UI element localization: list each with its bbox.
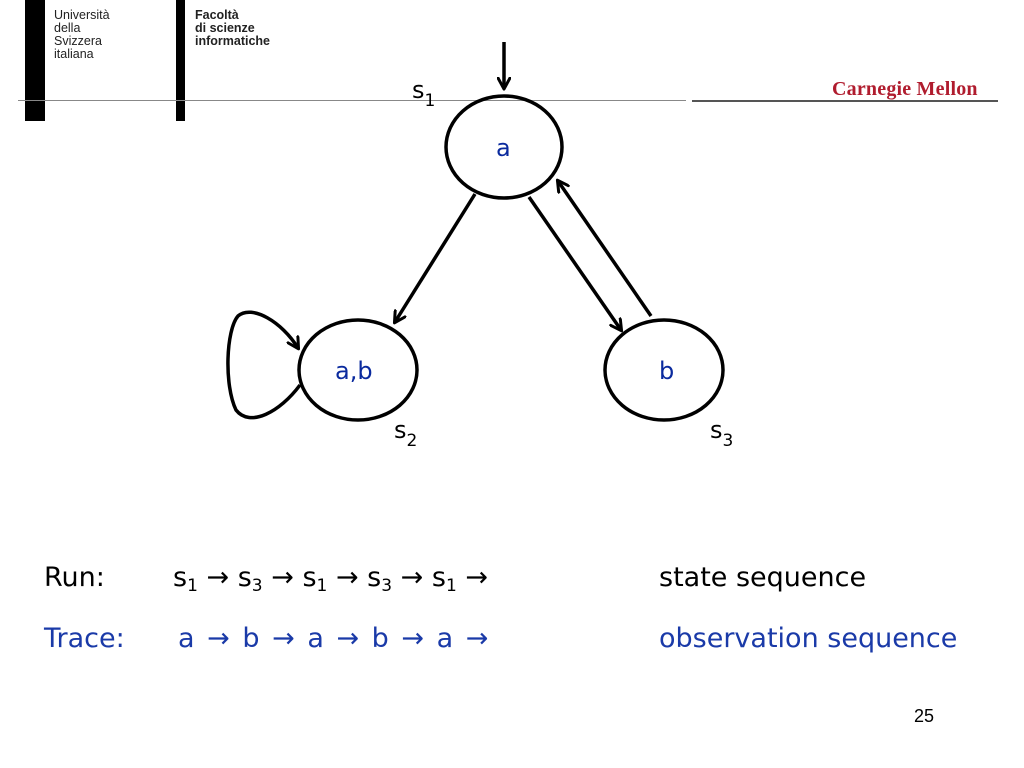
trace-observation: a: [178, 623, 195, 654]
page-number: 25: [914, 706, 935, 726]
transition-s2-self-loop: [226, 310, 302, 420]
run-arrow: →: [271, 562, 294, 593]
state-s3-labels: b: [659, 357, 674, 385]
transition-s3-s1: [558, 181, 653, 317]
faculty-line: Facoltà: [195, 8, 239, 22]
kripke-diagram: a a,b b s1 s2 s3: [226, 42, 733, 451]
state-s1-node: [444, 94, 564, 200]
transition-s1-s3: [527, 196, 621, 330]
trace-arrow: →: [207, 623, 230, 654]
trace-arrow: →: [336, 623, 360, 654]
trace-description: observation sequence: [659, 623, 958, 654]
run-state: s1: [173, 562, 198, 596]
trace-row: Trace: a → b → a → b → a → observation s…: [0, 623, 1024, 663]
state-s2-labels: a,b: [335, 357, 373, 385]
run-arrow: →: [206, 562, 230, 593]
state-s2-node: [297, 318, 419, 422]
run-state: s3: [237, 562, 263, 596]
faculty-name: Facoltà di scienze informatiche: [195, 9, 270, 48]
trace-observation: a: [436, 623, 454, 654]
run-arrow: →: [465, 562, 488, 593]
run-state: s1: [431, 562, 457, 596]
transition-s1-s2: [395, 193, 477, 322]
run-label: Run:: [44, 562, 105, 593]
state-s3-node: [603, 318, 725, 422]
header-rule-right: [692, 100, 998, 102]
university-line: Svizzera: [54, 34, 102, 48]
trace-label: Trace:: [44, 623, 125, 654]
university-line: Università: [54, 8, 110, 22]
university-line: italiana: [54, 47, 94, 61]
usi-logo-bar-left: [25, 0, 45, 121]
state-s2-name: s2: [394, 416, 417, 451]
run-sequence: s1 → s3 → s1 → s3 → s1 →: [173, 562, 488, 596]
run-description: state sequence: [659, 562, 867, 593]
trace-arrow: →: [272, 623, 295, 654]
run-arrow: →: [335, 562, 359, 593]
trace-arrow: →: [465, 623, 489, 654]
trace-arrow: →: [401, 623, 425, 654]
run-state: s1: [302, 562, 328, 596]
university-line: della: [54, 21, 81, 35]
state-s1-labels: a: [496, 134, 511, 162]
state-s3-name: s3: [710, 416, 733, 451]
trace-observation: a: [307, 623, 324, 654]
run-arrow: →: [400, 562, 424, 593]
university-name: Università della Svizzera italiana: [54, 9, 110, 61]
state-s1-name: s1: [412, 76, 435, 111]
trace-observation: b: [242, 623, 260, 654]
trace-observation: b: [371, 623, 389, 654]
faculty-line: di scienze: [195, 21, 255, 35]
trace-sequence: a → b → a → b → a →: [178, 623, 488, 654]
cmu-logo: Carnegie Mellon: [832, 78, 978, 100]
run-row: Run: s1 → s3 → s1 → s3 → s1 → state sequ…: [0, 562, 1024, 602]
usi-logo-bar-right: [176, 0, 185, 121]
header-rule-left: [18, 100, 686, 101]
run-state: s3: [367, 562, 393, 596]
faculty-line: informatiche: [195, 34, 271, 48]
